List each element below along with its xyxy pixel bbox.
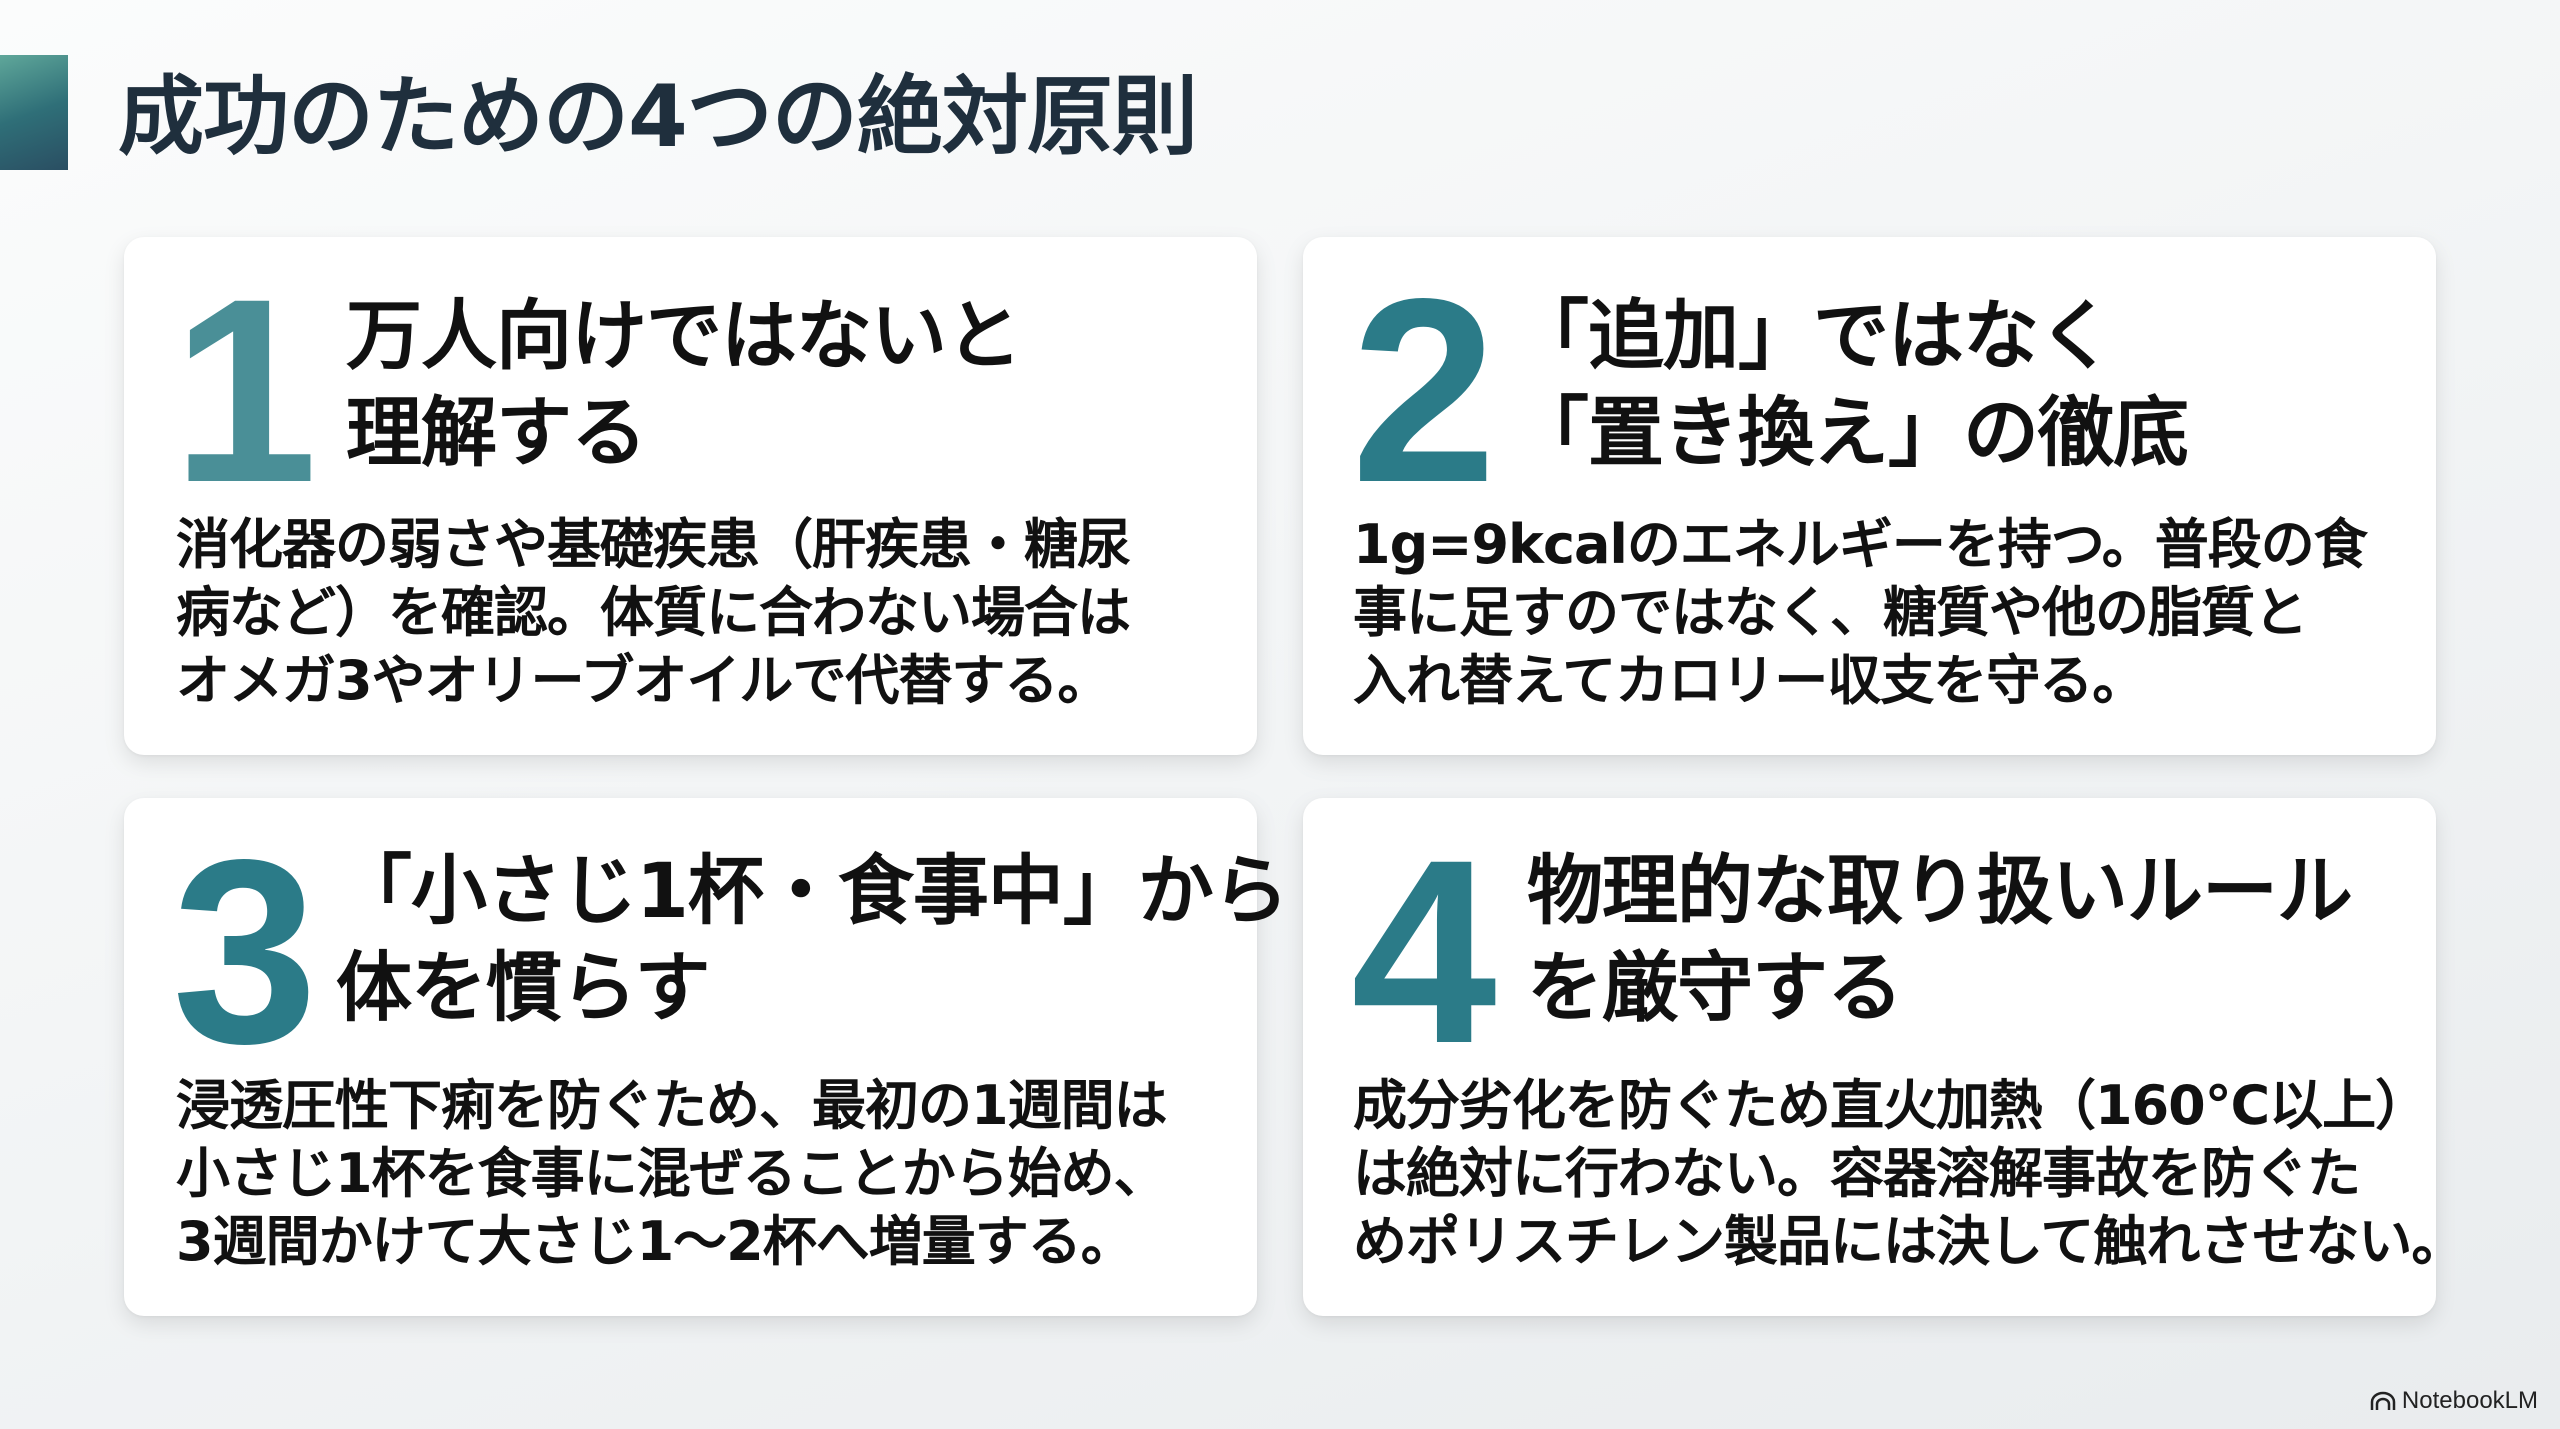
body-line: 小さじ1杯を食事に混ぜることから始め、: [176, 1142, 1168, 1205]
heading-line: を厳守する: [1527, 943, 1903, 1032]
card-number: 4: [1351, 805, 1497, 1098]
principle-card-2: 2 「追加」ではなく 「置き換え」の徹底 1g=9kcalのエネルギーを持つ。普…: [1303, 237, 2436, 755]
card-number: 1: [172, 244, 318, 537]
notebooklm-watermark: NotebookLM: [2370, 1387, 2538, 1415]
body-line: は絶対に行わない。容器溶解事故を防ぐた: [1353, 1142, 2361, 1205]
card-body: 成分劣化を防ぐため直火加熱（160℃以上） は絶対に行わない。容器溶解事故を防ぐ…: [1353, 1072, 2465, 1276]
card-body: 1g=9kcalのエネルギーを持つ。普段の食 事に足すのではなく、糖質や他の脂質…: [1353, 511, 2368, 715]
body-line: オメガ3やオリーブオイルで代替する。: [176, 649, 1111, 712]
body-line: 入れ替えてカロリー収支を守る。: [1353, 649, 2146, 712]
principle-card-4: 4 物理的な取り扱いルール を厳守する 成分劣化を防ぐため直火加熱（160℃以上…: [1303, 798, 2465, 1316]
body-line: 成分劣化を防ぐため直火加熱（160℃以上）: [1353, 1074, 2429, 1137]
body-line: めポリスチレン製品には決して触れさせない。: [1353, 1210, 2465, 1273]
heading-line: 体を慣らす: [336, 943, 710, 1032]
card-heading: 「追加」ではなく 「置き換え」の徹底: [1513, 287, 2189, 481]
heading-line: 理解する: [346, 388, 647, 477]
brand-label: NotebookLM: [2401, 1387, 2538, 1414]
card-number: 3: [172, 805, 318, 1098]
card-heading: 「小さじ1杯・食事中」から 体を慣らす: [336, 842, 1289, 1036]
body-line: 消化器の弱さや基礎疾患（肝疾患・糖尿: [176, 513, 1131, 576]
body-line: 事に足すのではなく、糖質や他の脂質と: [1353, 581, 2308, 644]
heading-line: 「小さじ1杯・食事中」から: [336, 846, 1289, 935]
card-number: 2: [1351, 244, 1497, 537]
principle-card-1: 1 万人向けではないと 理解する 消化器の弱さや基礎疾患（肝疾患・糖尿 病など）…: [124, 237, 1257, 755]
card-heading: 物理的な取り扱いルール を厳守する: [1527, 842, 2353, 1036]
card-heading: 万人向けではないと 理解する: [346, 287, 1022, 481]
title-accent-bar: [0, 55, 68, 170]
body-line: 3週間かけて大さじ1〜2杯へ増量する。: [176, 1210, 1135, 1273]
heading-line: 万人向けではないと: [346, 291, 1022, 380]
heading-line: 物理的な取り扱いルール: [1527, 846, 2353, 935]
notebooklm-logo-icon: [2370, 1391, 2396, 1410]
heading-line: 「追加」ではなく: [1513, 291, 2114, 380]
body-line: 浸透圧性下痢を防ぐため、最初の1週間は: [176, 1074, 1168, 1137]
principle-card-3: 3 「小さじ1杯・食事中」から 体を慣らす 浸透圧性下痢を防ぐため、最初の1週間…: [124, 798, 1289, 1316]
card-body: 消化器の弱さや基礎疾患（肝疾患・糖尿 病など）を確認。体質に合わない場合は オメ…: [176, 511, 1131, 715]
card-body: 浸透圧性下痢を防ぐため、最初の1週間は 小さじ1杯を食事に混ぜることから始め、 …: [176, 1072, 1168, 1276]
body-line: 1g=9kcalのエネルギーを持つ。普段の食: [1353, 513, 2368, 576]
page-title: 成功のための4つの絶対原則: [118, 67, 1198, 167]
body-line: 病など）を確認。体質に合わない場合は: [176, 581, 1131, 644]
heading-line: 「置き換え」の徹底: [1513, 388, 2189, 477]
